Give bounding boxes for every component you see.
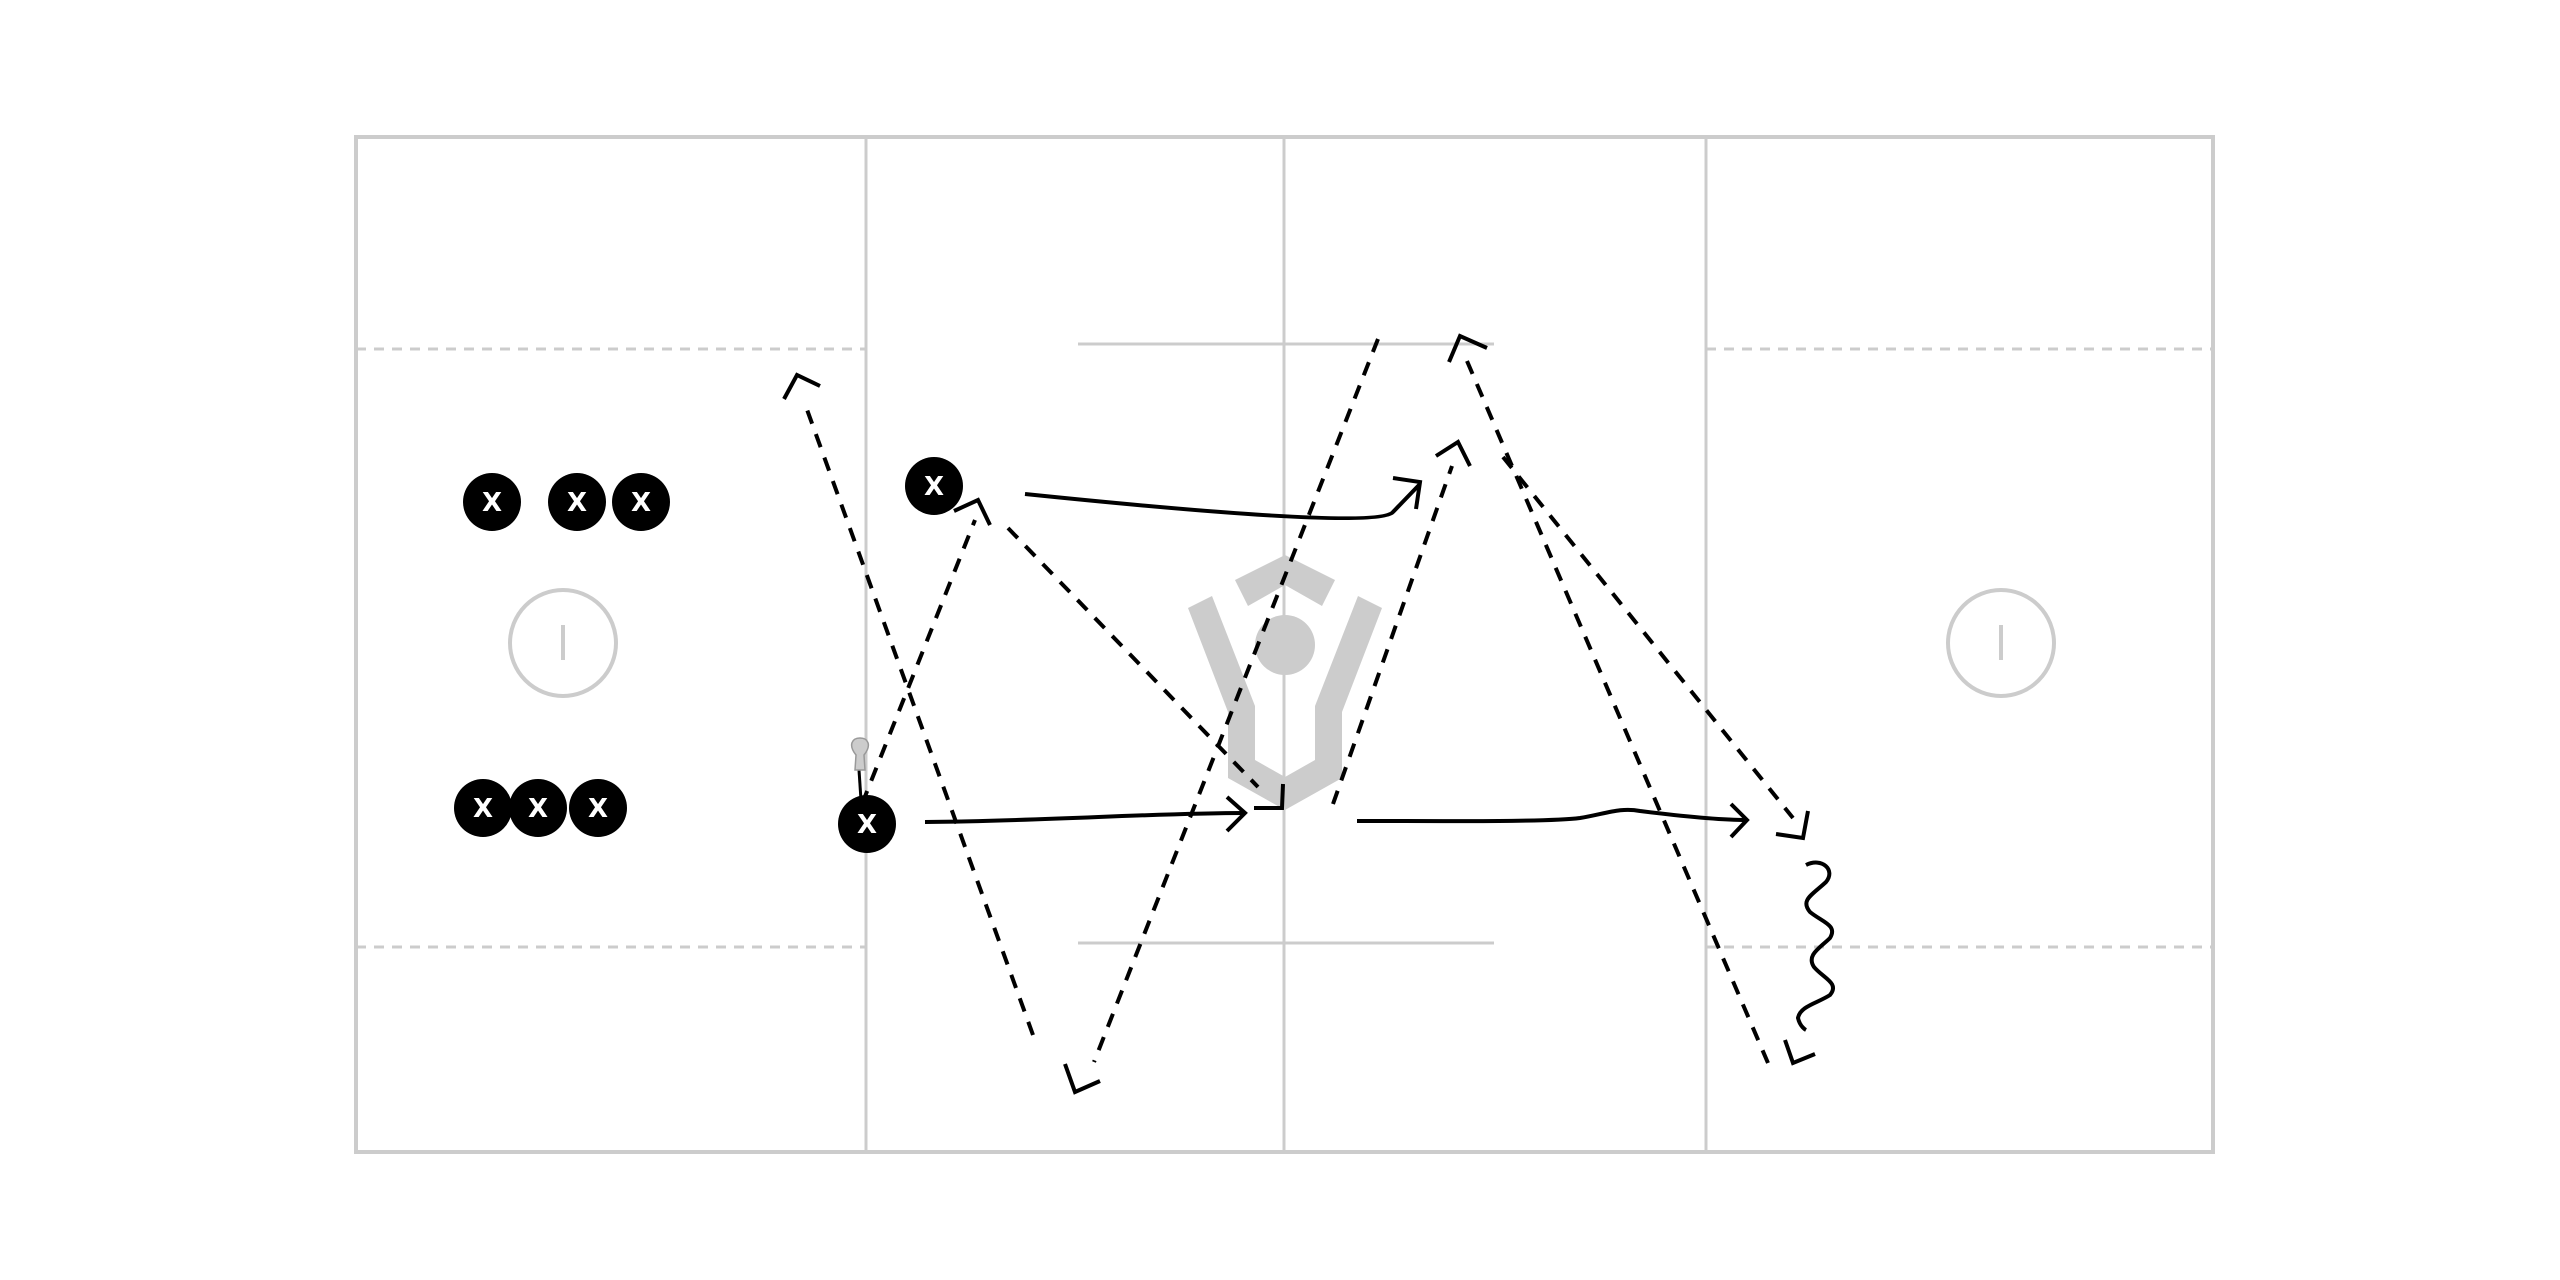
pass-line [1331, 465, 1454, 805]
ball-carrier-marker[interactable]: X [838, 795, 896, 853]
player-marker[interactable]: X [905, 457, 963, 515]
run-lines [924, 476, 1750, 839]
pass-lines [782, 333, 1816, 1095]
player-label: X [482, 488, 502, 518]
dodge-line [1795, 860, 1835, 1032]
player-label: X [924, 472, 944, 502]
player-label: X [528, 794, 548, 824]
arrow-head [1434, 439, 1472, 467]
player-marker[interactable]: X [463, 473, 521, 531]
arrow-head [1225, 795, 1248, 833]
player-marker[interactable]: X [509, 779, 567, 837]
goal-crease-icon [508, 588, 618, 698]
run-line [1356, 807, 1748, 824]
arrow-head [1447, 333, 1488, 363]
arrow-head [953, 497, 992, 526]
arrow-head [1775, 810, 1810, 841]
arrow-head [1392, 476, 1423, 510]
pass-line [1006, 526, 1260, 789]
player-marker[interactable]: X [569, 779, 627, 837]
players: X X X X X X X X [454, 457, 963, 853]
player-label: X [473, 794, 493, 824]
player-label: X [567, 488, 587, 518]
player-marker[interactable]: X [612, 473, 670, 531]
player-label: X [857, 810, 877, 840]
goal-crease-icon [1946, 588, 2056, 698]
pass-line [803, 403, 1035, 1036]
run-line [1024, 482, 1422, 521]
pass-line [860, 519, 977, 805]
player-marker[interactable]: X [454, 779, 512, 837]
arrow-head [1783, 1039, 1816, 1066]
pass-line [1092, 338, 1380, 1063]
lacrosse-stick-icon [850, 737, 870, 801]
pass-line [1465, 360, 1770, 1064]
pass-line [1501, 455, 1795, 820]
player-marker[interactable]: X [548, 473, 606, 531]
arrow-head [782, 372, 821, 400]
player-label: X [588, 794, 608, 824]
arrow-head [1063, 1063, 1101, 1095]
arrow-head [1254, 783, 1285, 810]
player-label: X [631, 488, 651, 518]
run-line [924, 811, 1246, 824]
arrow-head [1729, 802, 1750, 839]
